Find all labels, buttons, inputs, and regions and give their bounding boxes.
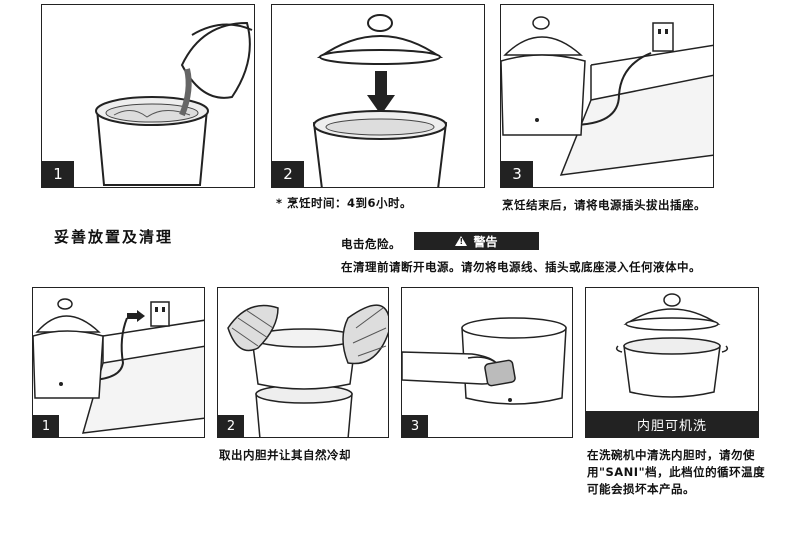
bottom-step-2-panel: 2 — [217, 287, 389, 438]
bottom-step-3-panel: 3 — [401, 287, 573, 438]
dishwasher-note: 在洗碗机中清洗内胆时，请勿使用"SANI"档，此档位的循环温度可能会损坏本产品。 — [587, 447, 772, 498]
care-heading: 妥善放置及清理 — [54, 226, 173, 247]
step-number-badge: 1 — [42, 161, 74, 187]
step-number-badge: 3 — [501, 161, 533, 187]
dishwasher-safe-label: 内胆可机洗 — [586, 411, 758, 437]
dishwasher-safe-panel: 内胆可机洗 — [585, 287, 759, 438]
cooking-time-note: * 烹饪时间：4到6小时。 — [276, 195, 412, 211]
warning-label: 警告 — [473, 233, 497, 250]
warning-badge: 警告 — [414, 232, 539, 250]
top-step-3-panel: 3 — [500, 4, 714, 188]
step-number-badge: 2 — [272, 161, 304, 187]
unplug-note: 烹饪结束后，请将电源插头拔出插座。 — [502, 197, 706, 213]
shock-hazard-label: 电击危险。 — [341, 236, 401, 252]
top-step-1-panel: 1 — [41, 4, 255, 188]
warning-triangle-icon — [455, 236, 467, 246]
bottom-step-1-panel: 1 — [32, 287, 205, 438]
remove-liner-note: 取出内胆并让其自然冷却 — [219, 447, 351, 463]
warning-text: 在清理前请断开电源。请勿将电源线、插头或底座浸入任何液体中。 — [341, 259, 701, 275]
step-number-badge: 2 — [218, 415, 244, 437]
top-step-2-panel: 2 — [271, 4, 485, 188]
step-number-badge: 3 — [402, 415, 428, 437]
step-number-badge: 1 — [33, 415, 59, 437]
